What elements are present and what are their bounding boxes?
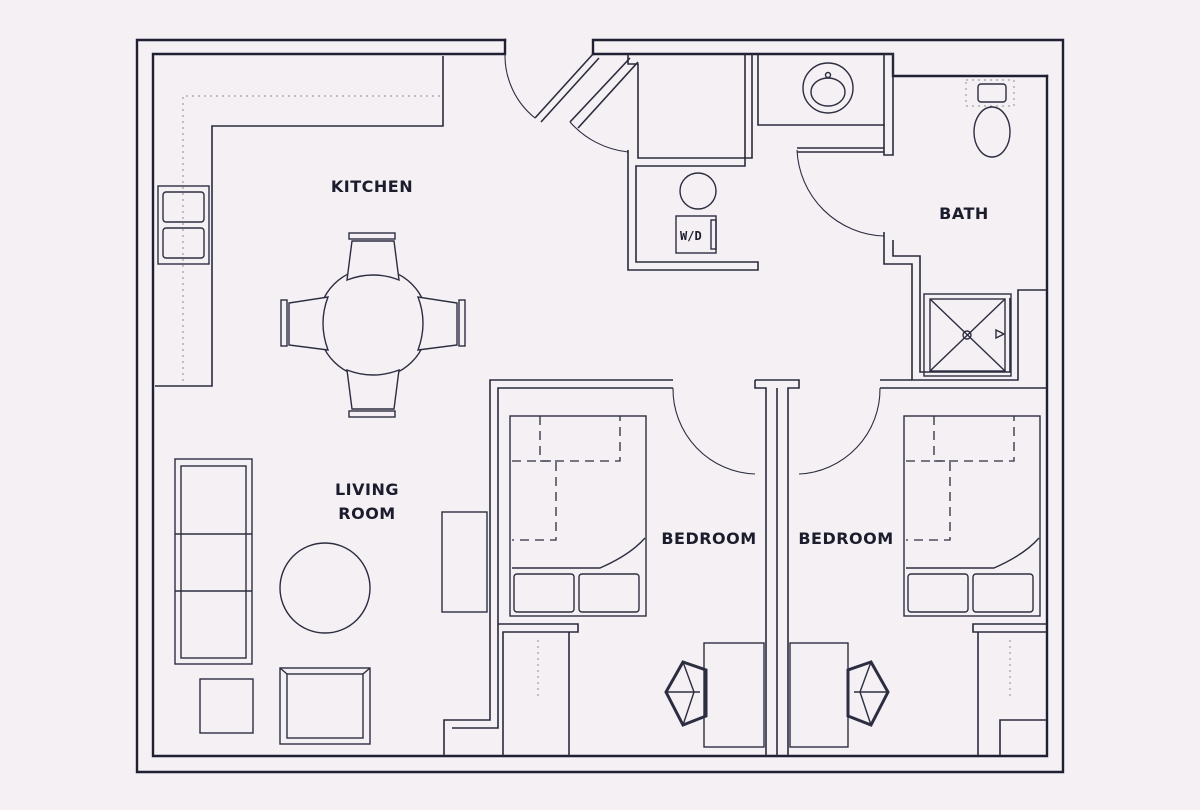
bedroom-walls — [443, 379, 1047, 756]
chair-icon — [346, 232, 400, 282]
room-label-living-line1: LIVING — [335, 480, 399, 499]
desk-chair-icon — [664, 660, 708, 727]
room-label-bath: BATH — [939, 204, 989, 223]
sink-icon — [802, 62, 854, 114]
armchair-icon — [279, 667, 371, 745]
shower-icon — [923, 293, 1012, 377]
room-label-bedroom-1: BEDROOM — [661, 529, 756, 548]
tv-console — [441, 511, 488, 613]
bath-walls — [796, 53, 1047, 381]
coffee-table — [279, 542, 371, 634]
room-label-living-line2: ROOM — [338, 504, 395, 523]
desk-icon — [789, 642, 849, 748]
side-table — [199, 678, 254, 734]
kitchen-counter — [155, 56, 444, 387]
chair-icon — [346, 368, 400, 418]
washer-dryer-label: W/D — [680, 229, 702, 243]
sofa-icon — [174, 458, 253, 665]
chair-icon — [280, 296, 330, 351]
room-label-bedroom-2: BEDROOM — [798, 529, 893, 548]
utility-closet: W/D — [627, 54, 885, 271]
bed-icon — [509, 415, 647, 617]
exterior-walls — [135, 38, 1065, 774]
bed-icon — [903, 415, 1041, 617]
desk-icon — [703, 642, 765, 748]
water-heater-icon — [679, 172, 717, 210]
chair-icon — [416, 296, 466, 351]
entry-door — [504, 53, 639, 153]
room-label-kitchen: KITCHEN — [331, 177, 413, 196]
dining-table — [280, 232, 466, 418]
toilet-icon — [965, 79, 1015, 158]
desk-chair-icon — [846, 660, 890, 727]
